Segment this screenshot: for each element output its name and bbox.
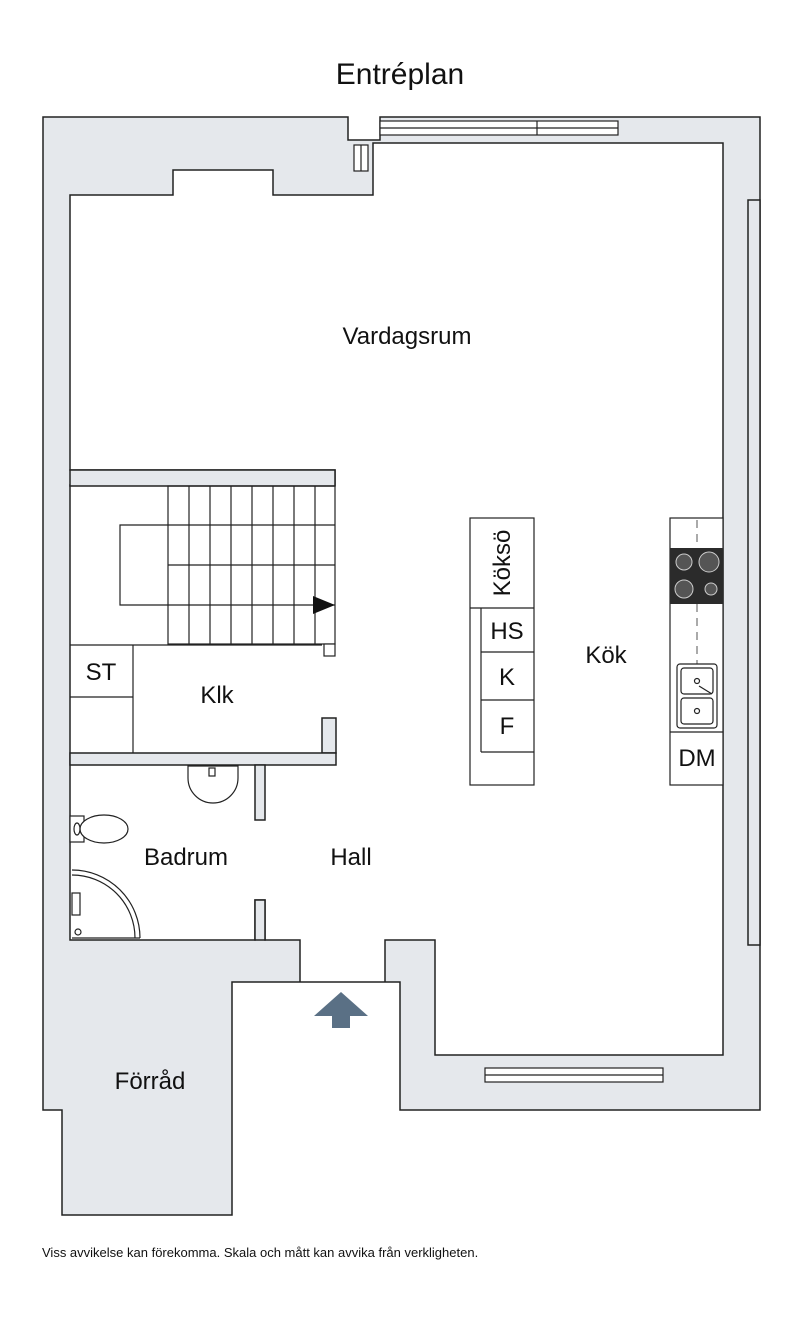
stair-direction-arrow-icon	[313, 596, 335, 614]
wall-klk-right	[321, 717, 337, 754]
toilet	[69, 814, 129, 844]
fixture-label-dm: DM	[678, 745, 715, 772]
window-top	[379, 120, 619, 136]
entrance-arrow-icon	[314, 992, 368, 1028]
wall-bath-door-bottom	[254, 899, 266, 941]
exterior-walls	[42, 116, 761, 1216]
wall-stair-top	[69, 469, 336, 487]
room-label-klk: Klk	[200, 682, 234, 709]
window-bottom	[484, 1067, 664, 1083]
wall-klk-bottom	[69, 752, 337, 766]
washbasin	[187, 765, 239, 804]
shower	[71, 869, 141, 939]
fixture-label-f: F	[500, 713, 515, 740]
room-label-st: ST	[86, 659, 117, 686]
kitchen-counter	[669, 517, 724, 786]
window-corner	[353, 144, 369, 172]
wall-bath-door-top	[254, 764, 266, 821]
staircase	[119, 485, 336, 657]
fixture-label-k: K	[499, 664, 515, 691]
room-label-hall: Hall	[330, 844, 371, 871]
kitchen-island	[469, 517, 535, 786]
wall-right-edge	[747, 199, 761, 946]
room-label-kok: Kök	[585, 642, 627, 669]
fixture-label-hs: HS	[490, 618, 523, 645]
page-title: Entréplan	[335, 58, 465, 91]
room-label-vardagsrum: Vardagsrum	[343, 323, 472, 350]
sink	[676, 663, 718, 729]
disclaimer-text: Viss avvikelse kan förekomma. Skala och …	[42, 1245, 479, 1260]
room-label-forrad: Förråd	[115, 1068, 186, 1095]
closet-area	[70, 644, 322, 753]
room-label-badrum: Badrum	[144, 844, 228, 871]
fixture-label-kokso: Köksö	[489, 530, 516, 597]
